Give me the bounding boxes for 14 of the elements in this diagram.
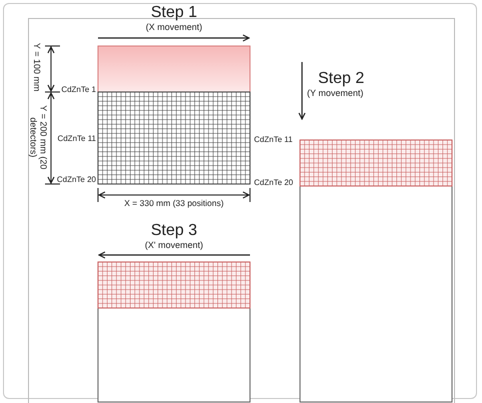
annotation-text: Y = 100 mm (32, 42, 42, 94)
annotation-text: X = 330 mm (33 positions) (124, 199, 224, 209)
step-title: Step 2 (318, 70, 366, 88)
step-title: Step 3 (150, 222, 198, 240)
annotation-text: CdZnTe 20 (56, 175, 96, 184)
annotation-text: CdZnTe 20 (254, 178, 294, 188)
annotation-text: (Y movement) (307, 88, 364, 98)
annotation-text: CdZnTe 11 (56, 134, 96, 144)
annotation-text: CdZnTe 11 (254, 135, 294, 144)
annotation-text: Y = 200 mm (20 detectors) (28, 104, 48, 172)
annotation-text: CdZnTe 1 (60, 85, 96, 94)
annotation-text: (X movement) (144, 22, 204, 32)
step-title: Step 1 (150, 4, 198, 22)
annotation-text: (X' movement) (144, 240, 204, 250)
